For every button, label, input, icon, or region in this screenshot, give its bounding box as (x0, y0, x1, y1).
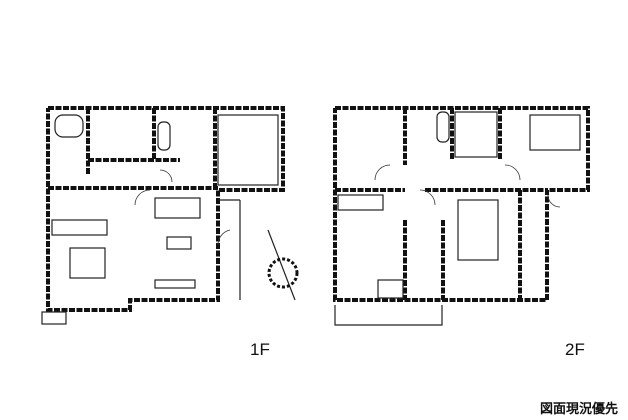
bathtub (54, 114, 84, 138)
toilet (436, 111, 450, 143)
floor-2-plan (333, 106, 590, 326)
compass-icon (267, 229, 299, 301)
tv-board (154, 197, 201, 219)
desk (377, 279, 404, 299)
bed (457, 199, 499, 261)
stairs (217, 114, 279, 186)
closet (337, 194, 384, 211)
floor-2-label: 2F (565, 340, 585, 359)
table (166, 236, 192, 250)
dining-table (69, 247, 106, 279)
floor-1-plan (41, 106, 285, 325)
floor-1-label: 1F (250, 340, 270, 359)
bench (154, 279, 196, 289)
stairs (454, 111, 498, 158)
disclaimer-note: 図面現況優先 (540, 401, 619, 416)
kitchen-counter (51, 219, 108, 236)
toilet (157, 121, 171, 151)
bed (529, 114, 581, 151)
